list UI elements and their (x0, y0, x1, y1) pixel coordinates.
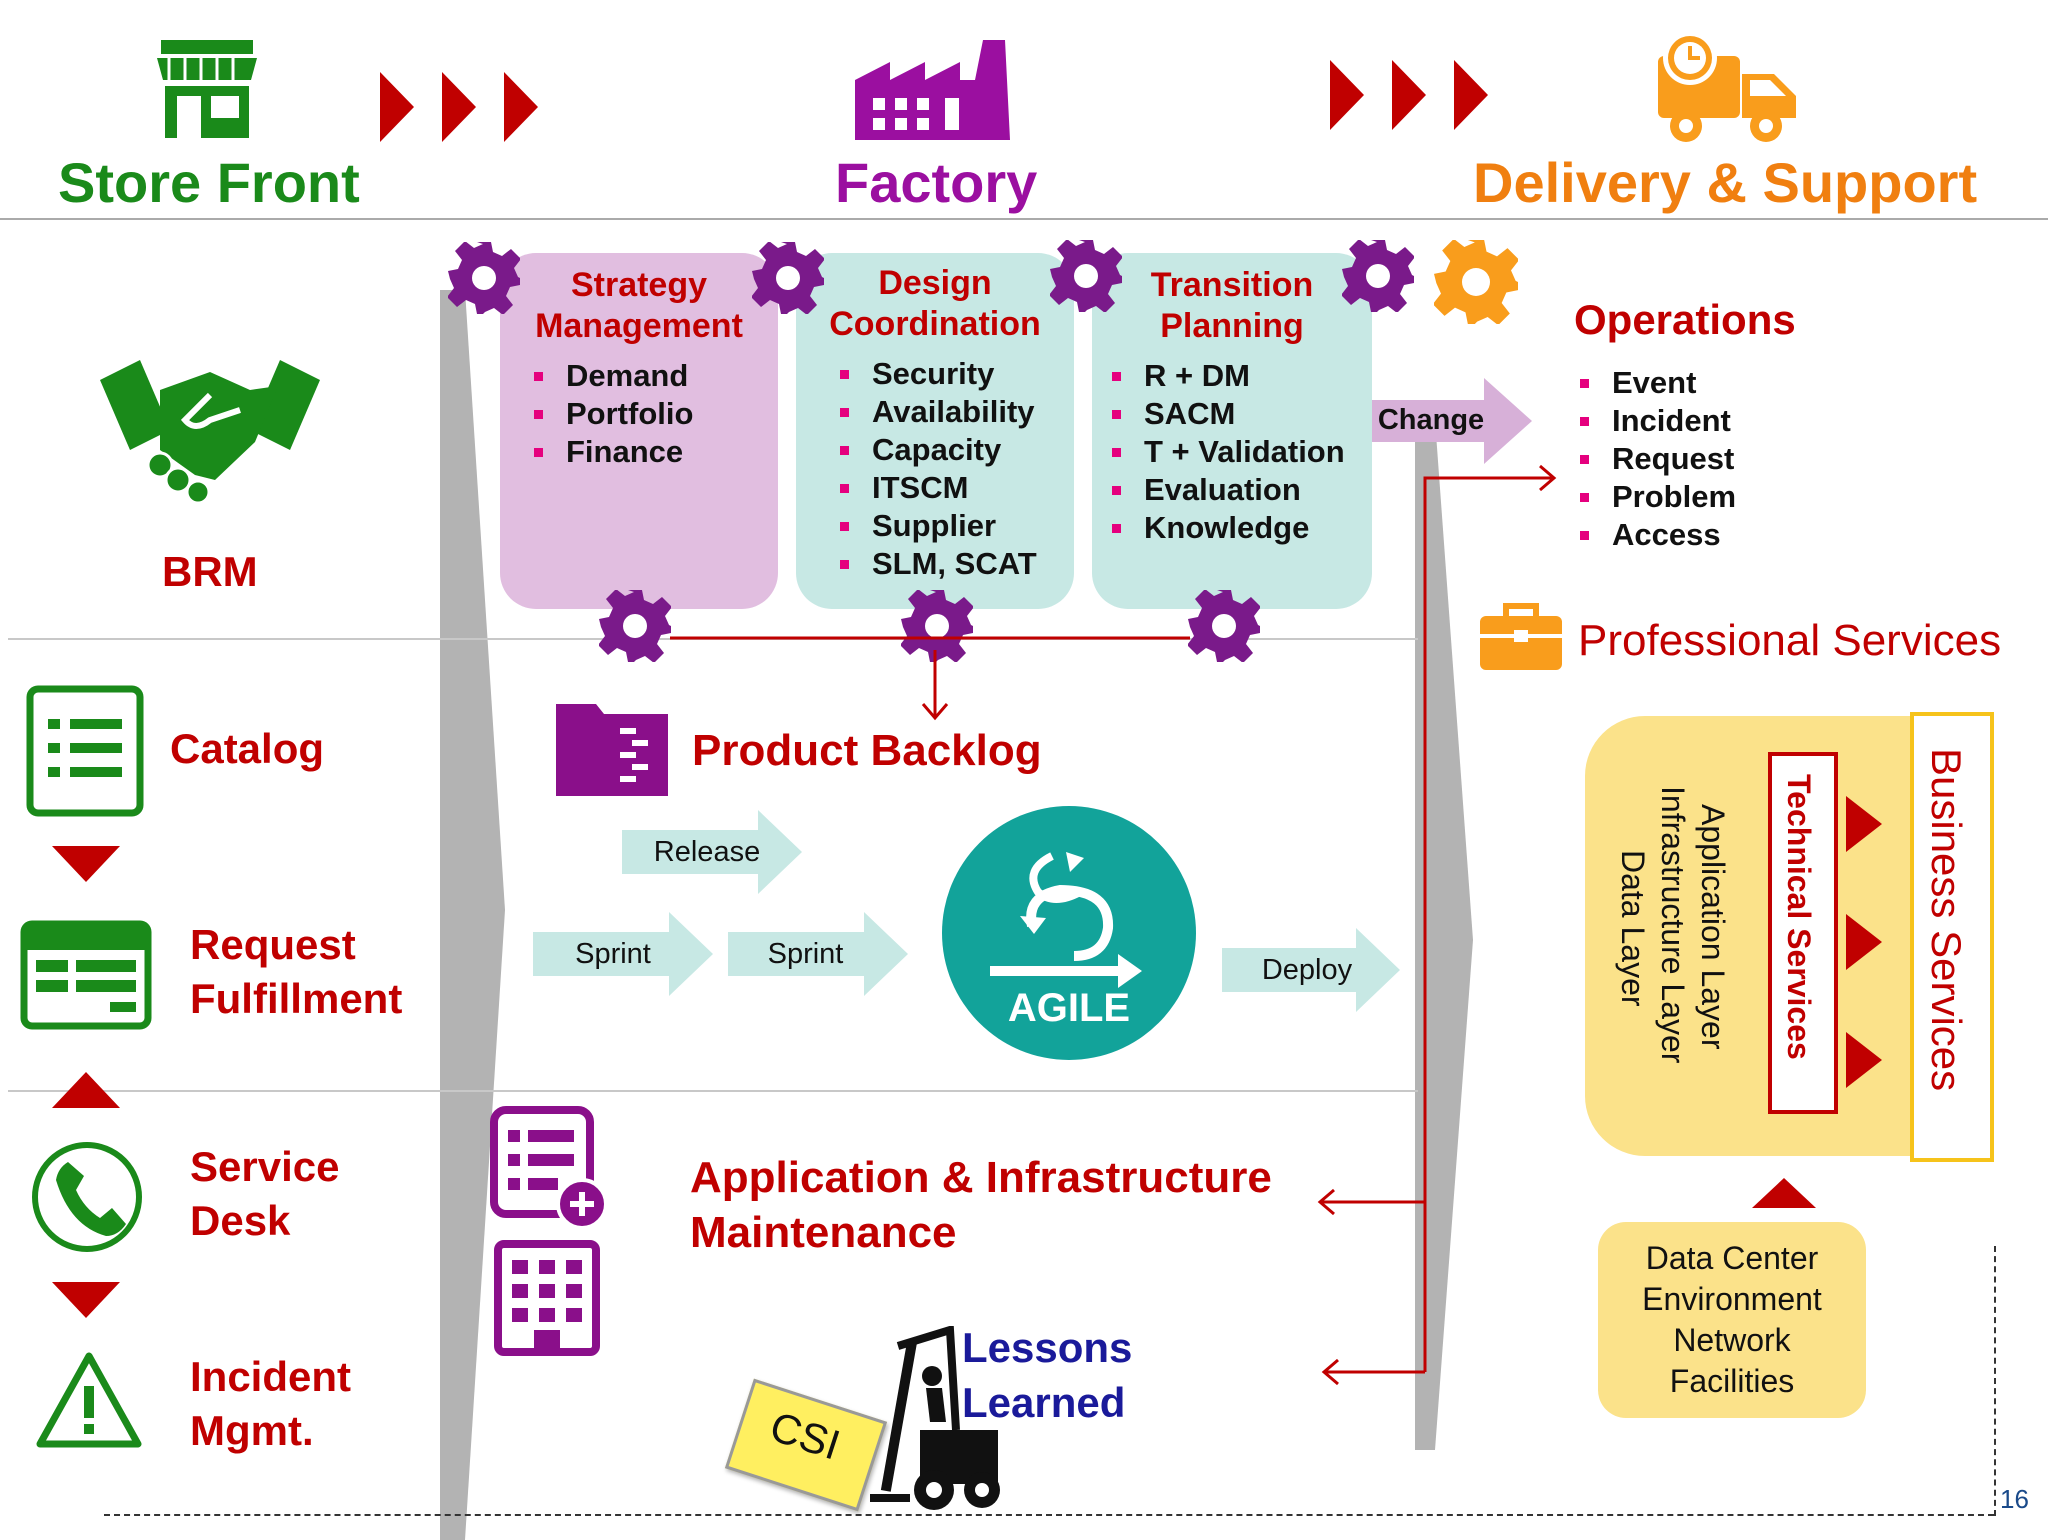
list-item: Portfolio (528, 395, 693, 433)
list-item: Supplier (834, 507, 1037, 545)
gear-icon (752, 242, 824, 314)
list-item: Event (1574, 364, 1736, 402)
list-item: Request (1574, 440, 1736, 478)
business-services-label: Business Services (1923, 748, 1970, 1092)
business-services-box (1910, 712, 1994, 1162)
professional-services-title: Professional Services (1578, 616, 2002, 665)
store-front-title: Store Front (58, 151, 360, 214)
list-item: Evaluation (1106, 471, 1345, 509)
catalog-icon (26, 685, 146, 817)
list-item: Capacity (834, 431, 1037, 469)
sprint-arrow-2 (728, 912, 908, 996)
list-item: Incident (1574, 402, 1736, 440)
brm-label: BRM (162, 548, 258, 595)
application-layer-label: Application Layer (1695, 804, 1731, 1050)
building-icon (494, 1240, 600, 1356)
design-coordination-box: Design Coordination Security Availabilit… (796, 253, 1074, 609)
checklist-add-icon (490, 1106, 610, 1230)
sprint-label-1: Sprint (575, 938, 651, 970)
release-label: Release (653, 836, 761, 868)
page-number: 16 (2000, 1484, 2029, 1514)
sprint-arrow-1 (533, 912, 713, 996)
store-icon (155, 36, 259, 140)
infrastructure-layer-label: Infrastructure Layer (1655, 786, 1691, 1064)
up-triangle-1 (52, 1072, 120, 1108)
list-item: T + Validation (1106, 433, 1345, 471)
list-item: Access (1574, 516, 1736, 554)
operations-items: Event Incident Request Problem Access (1574, 364, 1736, 554)
list-item: Security (834, 355, 1037, 393)
transition-planning-title: Transition Planning (1150, 266, 1314, 345)
change-label: Change (1377, 404, 1485, 436)
list-item: Problem (1574, 478, 1736, 516)
up-triangle-2 (1752, 1178, 1816, 1208)
gear-icon (1188, 590, 1260, 662)
lessons-learned-title: Lessons Learned (962, 1324, 1133, 1426)
change-arrow (1372, 378, 1532, 464)
down-triangle-1 (52, 846, 120, 882)
incident-mgmt-label: Incident Mgmt. (190, 1353, 352, 1454)
maintenance-title: Application & Infrastructure Maintenance (690, 1153, 1272, 1257)
strategy-management-title: Strategy Management (535, 266, 743, 345)
gear-icon (1050, 240, 1122, 312)
chevron-group-2 (1330, 60, 1490, 130)
gear-icon (599, 590, 671, 662)
release-arrow (622, 810, 802, 894)
design-items: Security Availability Capacity ITSCM Sup… (834, 355, 1037, 583)
operations-title: Operations (1574, 296, 1796, 343)
factory-title: Factory (835, 151, 1038, 214)
product-backlog-title: Product Backlog (692, 726, 1042, 775)
agile-label: AGILE (1007, 986, 1131, 1030)
delivery-support-title: Delivery & Support (1473, 151, 1978, 214)
gear-icon (448, 242, 520, 314)
strategy-items: Demand Portfolio Finance (528, 357, 693, 471)
list-item: Knowledge (1106, 509, 1345, 547)
down-triangle-2 (52, 1282, 120, 1318)
deploy-label: Deploy (1261, 954, 1353, 986)
transition-items: R + DM SACM T + Validation Evaluation Kn… (1106, 357, 1345, 547)
side-dashed-line (1994, 1246, 1996, 1516)
data-center-list: Data Center Environment Network Faciliti… (1642, 1240, 1822, 1399)
gear-icon (901, 590, 973, 662)
chevron-group-1 (380, 72, 540, 142)
toolbox-icon (1478, 600, 1564, 672)
delivery-truck-icon (1650, 30, 1800, 145)
factory-icon (855, 40, 1010, 140)
data-center-box (1598, 1222, 1866, 1418)
strategy-management-box: Strategy Management Demand Portfolio Fin… (500, 253, 778, 609)
warning-icon (34, 1350, 144, 1450)
list-item: Demand (528, 357, 693, 395)
data-layer-label: Data Layer (1615, 850, 1651, 1007)
transition-planning-box: Transition Planning R + DM SACM T + Vali… (1092, 253, 1372, 609)
agile-badge (942, 806, 1196, 1060)
service-desk-label: Service Desk (190, 1143, 340, 1244)
folder-icon (556, 694, 668, 796)
sprint-label-2: Sprint (767, 938, 844, 970)
delivery-column-chevron (1415, 420, 1473, 1450)
factory-column-chevron (440, 290, 505, 1540)
header-divider (0, 218, 2048, 220)
gear-icon (1342, 240, 1414, 312)
design-coordination-title: Design Coordination (829, 264, 1041, 343)
footer-dashed-line (104, 1514, 1994, 1516)
technical-services-label: Technical Services (1781, 774, 1817, 1060)
list-item: Availability (834, 393, 1037, 431)
technical-services-box (1768, 752, 1838, 1114)
request-fulfillment-label: Request Fulfillment (190, 921, 403, 1022)
services-arrows (1846, 796, 1882, 1088)
phone-icon (30, 1140, 145, 1255)
deploy-arrow (1222, 928, 1400, 1012)
request-form-icon (20, 920, 152, 1030)
catalog-label: Catalog (170, 725, 325, 772)
forklift-icon (850, 1324, 1000, 1512)
list-item: ITSCM (834, 469, 1037, 507)
gear-icon-orange (1434, 240, 1518, 324)
list-item: Finance (528, 433, 693, 471)
list-item: SLM, SCAT (834, 545, 1037, 583)
handshake-icon (100, 350, 320, 510)
row-divider-2 (8, 1090, 1418, 1092)
list-item: R + DM (1106, 357, 1345, 395)
list-item: SACM (1106, 395, 1345, 433)
